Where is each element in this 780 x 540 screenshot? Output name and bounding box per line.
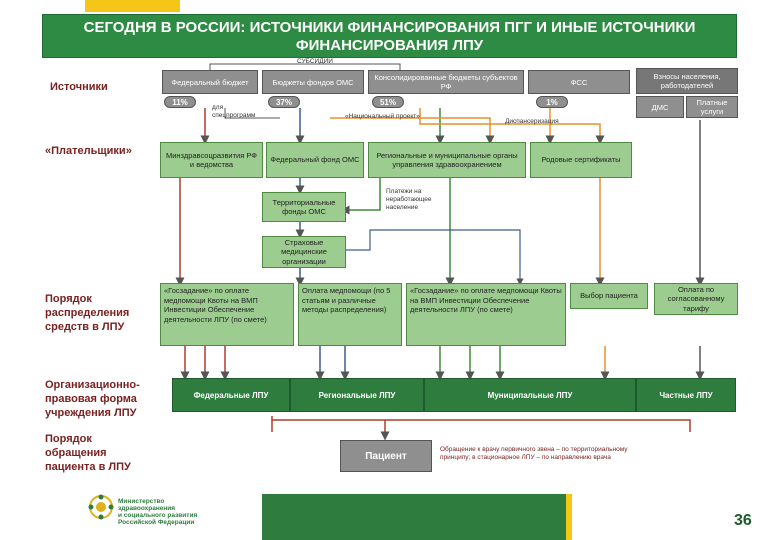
source-federal-budget: Федеральный бюджет — [162, 70, 258, 94]
payer-insurance-orgs: Страховые медицинские организации — [262, 236, 346, 268]
pct-oms: 37% — [268, 96, 300, 108]
pct-fss: 1% — [536, 96, 568, 108]
lpu-municipal: Муниципальные ЛПУ — [424, 378, 636, 412]
payer-ministry: Минздравсоцразвития РФ и ведомства — [160, 142, 263, 178]
row-label-payers: «Плательщики» — [45, 145, 132, 157]
dist-regional-task: «Госзадание» по оплате медпомощи Квоты н… — [406, 283, 566, 346]
special-programs-label: для спецпрограмм — [212, 104, 256, 119]
pct-federal: 11% — [164, 96, 196, 108]
subsidies-label: СУБСИДИИ — [297, 58, 333, 65]
logo-line4: Российской Федерации — [118, 519, 195, 526]
source-oms-budgets: Бюджеты фондов ОМС — [262, 70, 364, 94]
national-project-label: «Национальный проект» — [345, 113, 420, 120]
source-consolidated-budgets: Консолидированные бюджеты субъектов РФ — [368, 70, 524, 94]
logo-line2: здравоохранения — [118, 505, 176, 512]
payer-territorial-funds: Территориальные фонды ОМС — [262, 192, 346, 222]
source-fss: ФСС — [528, 70, 630, 94]
footer-bar — [262, 494, 570, 540]
page-title: СЕГОДНЯ В РОССИИ: ИСТОЧНИКИ ФИНАНСИРОВАН… — [42, 14, 737, 58]
page-title-line1: СЕГОДНЯ В РОССИИ: ИСТОЧНИКИ ФИНАНСИРОВАН… — [83, 19, 696, 36]
payer-birth-certificates: Родовые сертификаты — [530, 142, 632, 178]
patient-box: Пациент — [340, 440, 432, 472]
lpu-regional: Региональные ЛПУ — [290, 378, 424, 412]
row-label-sources: Источники — [50, 81, 108, 93]
unemployed-payments-label: Платежи на неработающее население — [386, 188, 432, 211]
dispensary-label: Диспансеризация — [505, 118, 559, 125]
page-title-line2: ФИНАНСИРОВАНИЯ ЛПУ — [295, 37, 484, 54]
dist-oms-payment: Оплата медпомощи (по 5 статьям и различн… — [298, 283, 402, 346]
footer-accent — [566, 494, 572, 540]
top-accent-tab — [85, 0, 180, 12]
source-population-contributions: Взносы населения, работодателей — [636, 68, 738, 94]
dist-agreed-tariff: Оплата по согласованному тарифу — [654, 283, 738, 315]
dist-federal-task: «Госзадание» по оплате медпомощи Квоты н… — [160, 283, 294, 346]
source-dms: ДМС — [636, 96, 684, 118]
source-paid-services: Платные услуги — [686, 96, 738, 118]
lpu-federal: Федеральные ЛПУ — [172, 378, 290, 412]
logo-line1: Министерство — [118, 498, 165, 505]
pct-consolidated: 51% — [372, 96, 404, 108]
ministry-logo — [88, 494, 114, 520]
row-label-patient-order: Порядок обращения пациента в ЛПУ — [45, 433, 131, 473]
page-number: 36 — [734, 512, 752, 529]
payer-regional-orgs: Региональные и муниципальные органы упра… — [368, 142, 526, 178]
logo-line3: и социального развития — [118, 512, 198, 519]
payer-federal-fund: Федеральный фонд ОМС — [266, 142, 364, 178]
row-label-distribution: Порядок распределения средств в ЛПУ — [45, 293, 130, 333]
ministry-logo-text: Министерство здравоохранения и социально… — [118, 498, 218, 526]
patient-note: Обращение к врачу первичного звена – по … — [440, 446, 628, 461]
dist-patient-choice: Выбор пациента — [570, 283, 648, 309]
row-label-org-form: Организационно-правовая форма учреждения… — [45, 379, 140, 419]
lpu-private: Частные ЛПУ — [636, 378, 736, 412]
